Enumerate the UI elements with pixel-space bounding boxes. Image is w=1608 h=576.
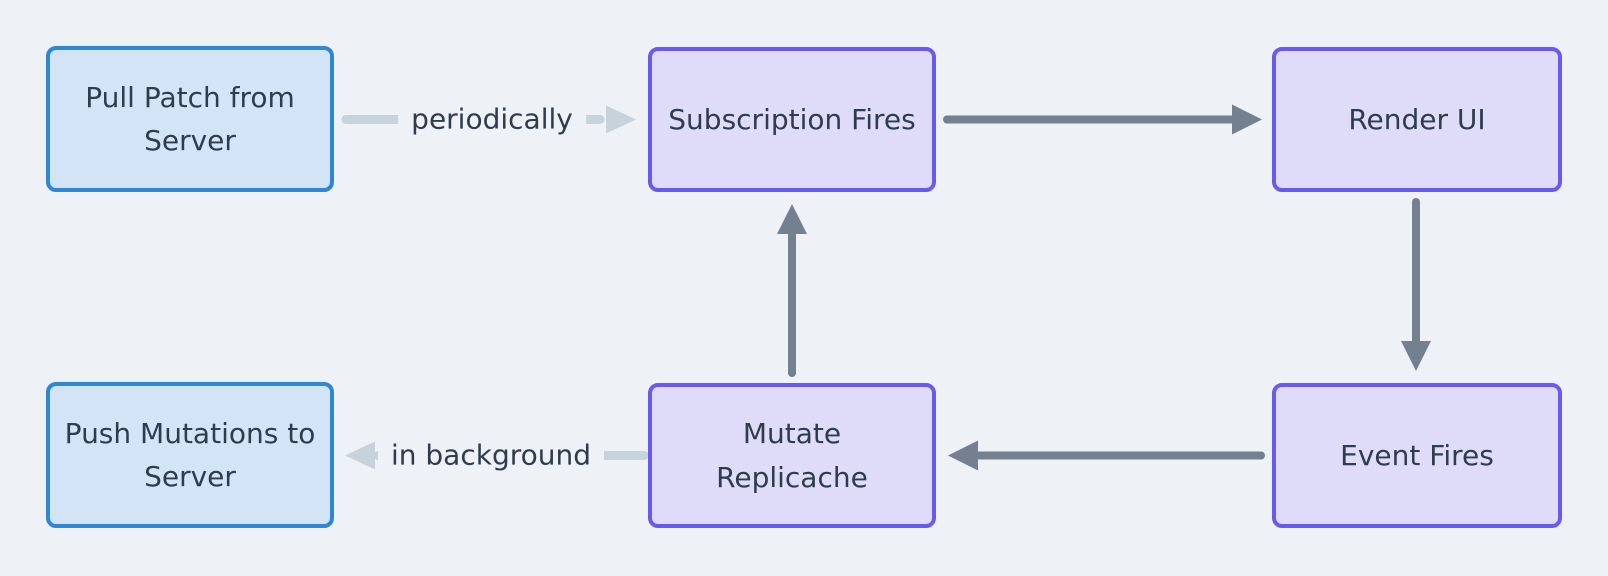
node-label: Push Mutations to Server (64, 416, 316, 493)
edge-label-in-background: in background (377, 435, 605, 475)
node-mutate-replicache: Mutate Replicache (648, 383, 936, 528)
node-subscription-fires: Subscription Fires (648, 47, 936, 192)
edge-mutate-to-subscription (777, 204, 807, 377)
node-event-fires: Event Fires (1272, 383, 1562, 528)
node-pull-patch-from-server: Pull Patch from Server (46, 46, 334, 192)
edge-render-to-event (1401, 198, 1431, 371)
edge-subscription-to-render (943, 104, 1262, 135)
node-render-ui: Render UI (1272, 47, 1562, 192)
node-label: Pull Patch from Server (85, 80, 295, 157)
node-label: Subscription Fires (668, 102, 916, 136)
node-label: Mutate Replicache (716, 417, 868, 494)
arrow-head (345, 441, 375, 470)
arrow-head (606, 105, 636, 134)
node-push-mutations-to-server: Push Mutations to Server (46, 382, 334, 528)
node-label: Render UI (1348, 102, 1486, 136)
arrow-head (948, 440, 978, 471)
node-label: Event Fires (1340, 438, 1494, 472)
arrow-head (1401, 341, 1431, 371)
arrow-head (1232, 104, 1262, 135)
edge-event-to-mutate (948, 440, 1265, 471)
edge-label-periodically: periodically (398, 99, 586, 139)
arrow-head (777, 204, 807, 234)
